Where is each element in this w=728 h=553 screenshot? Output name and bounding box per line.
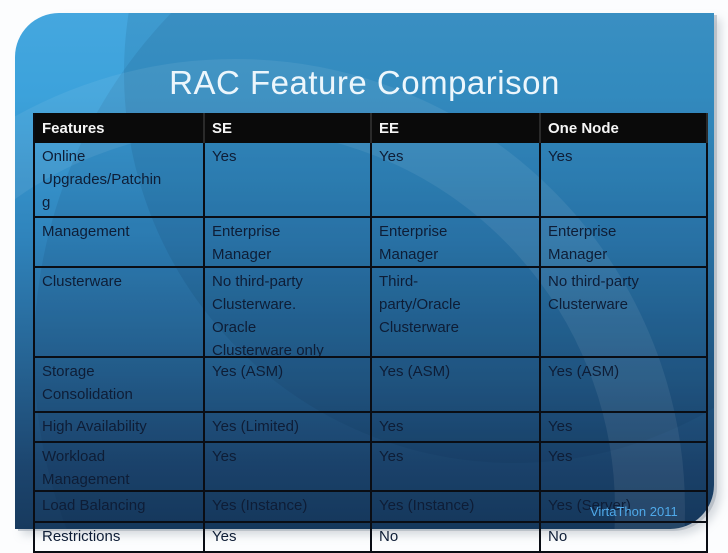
- column-header-ee: EE: [372, 113, 541, 143]
- table-cell-ee: Yes: [372, 143, 541, 218]
- table-cell-ee: Yes (ASM): [372, 358, 541, 413]
- table-cell-feature: Management: [35, 218, 205, 268]
- table-cell-one-node: Yes (ASM): [541, 358, 708, 413]
- table-cell-se: Yes: [205, 143, 372, 218]
- table-cell-se: Enterprise Manager: [205, 218, 372, 268]
- table-cell-ee: Yes: [372, 443, 541, 492]
- table-cell-ee: Yes (Instance): [372, 492, 541, 523]
- table-cell-ee: No: [372, 523, 541, 553]
- column-header-se: SE: [205, 113, 372, 143]
- table-cell-se: Yes (ASM): [205, 358, 372, 413]
- column-header-features: Features: [35, 113, 205, 143]
- table-cell-feature: Restrictions: [35, 523, 205, 553]
- table-cell-feature: Online Upgrades/Patchin g: [35, 143, 205, 218]
- table-cell-feature: Storage Consolidation: [35, 358, 205, 413]
- watermark-text: VirtaThon 2011: [590, 504, 678, 519]
- table-cell-one-node: No: [541, 523, 708, 553]
- table-cell-ee: Third- party/Oracle Clusterware: [372, 268, 541, 358]
- table-header-row: Features SE EE One Node: [35, 113, 708, 143]
- table-cell-se: Yes (Instance): [205, 492, 372, 523]
- column-header-one-node: One Node: [541, 113, 708, 143]
- table-cell-one-node: Yes: [541, 143, 708, 218]
- table-cell-feature: Workload Management: [35, 443, 205, 492]
- table-cell-ee: Yes: [372, 413, 541, 443]
- table-cell-one-node: Enterprise Manager: [541, 218, 708, 268]
- table-cell-feature: High Availability: [35, 413, 205, 443]
- table-cell-one-node: No third-party Clusterware: [541, 268, 708, 358]
- table-cell-one-node: Yes: [541, 413, 708, 443]
- table-cell-se: No third-party Clusterware. Oracle Clust…: [205, 268, 372, 358]
- table-cell-ee: Enterprise Manager: [372, 218, 541, 268]
- table-cell-one-node: Yes: [541, 443, 708, 492]
- table-cell-feature: Clusterware: [35, 268, 205, 358]
- table-cell-one-node: Yes (Server): [541, 492, 708, 523]
- table-cell-feature: Load Balancing: [35, 492, 205, 523]
- table-cell-se: Yes (Limited): [205, 413, 372, 443]
- page-title: RAC Feature Comparison: [169, 64, 560, 101]
- table-cell-se: Yes: [205, 443, 372, 492]
- feature-comparison-table: Features SE EE One Node Online Upgrades/…: [33, 113, 708, 553]
- table-cell-se: Yes: [205, 523, 372, 553]
